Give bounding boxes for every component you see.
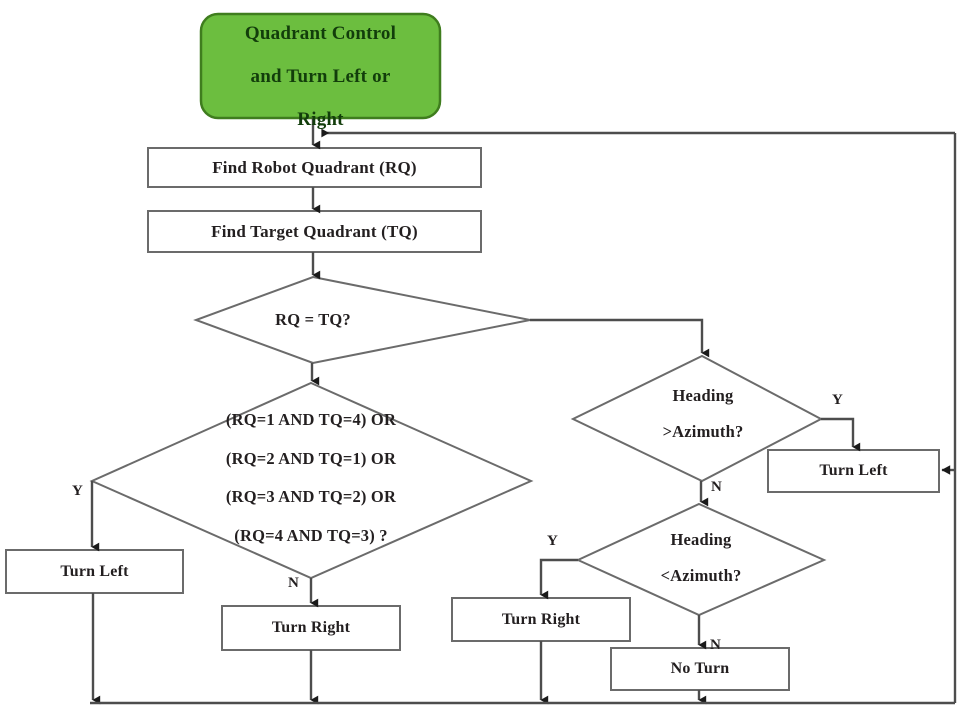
- node-find-target-quadrant-shape: [147, 210, 482, 253]
- node-turn-right-center-shape: [221, 605, 401, 651]
- node-start-shape: [199, 12, 442, 120]
- node-turn-left-left-shape: [5, 549, 184, 594]
- node-find-robot-quadrant-shape: [147, 147, 482, 188]
- node-turn-right-right-shape: [451, 597, 631, 642]
- edge-heading-gt-yes-to-turn-left: [821, 417, 861, 452]
- node-rq-eq-tq-shape: [193, 275, 531, 365]
- node-no-turn-shape: [610, 647, 790, 691]
- node-quadrant-pairs-shape: [89, 381, 534, 580]
- edge-rq-eq-tq-right-to-heading-gt: [530, 318, 710, 358]
- node-turn-left-right-shape: [767, 449, 940, 493]
- edge-heading-lt-yes-to-turn-right: [539, 558, 578, 600]
